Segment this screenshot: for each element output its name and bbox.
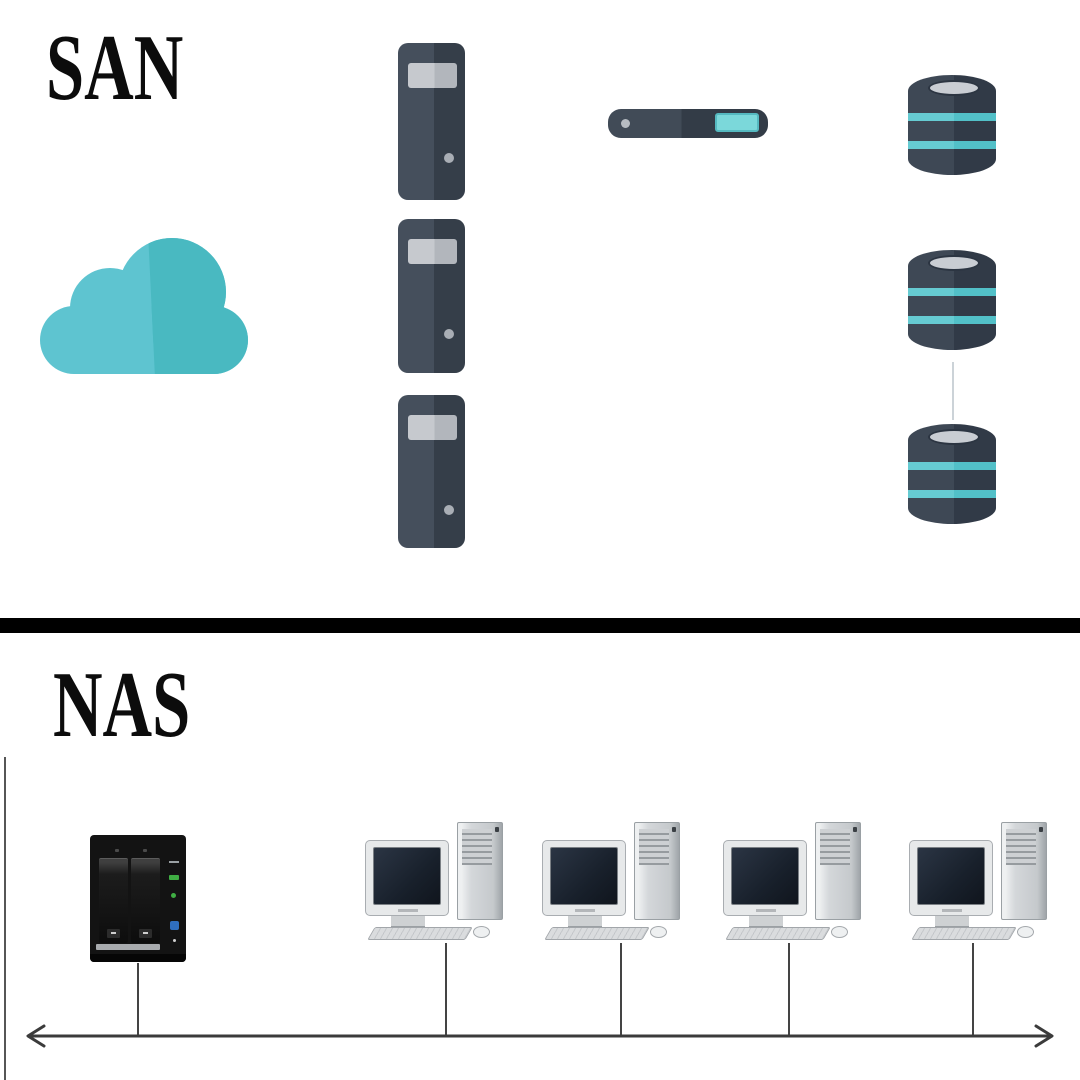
status-led-green bbox=[171, 893, 176, 898]
network-switch-icon bbox=[608, 109, 768, 138]
nas-enclosure-icon bbox=[90, 835, 186, 962]
pc-vents bbox=[1006, 829, 1036, 865]
nas-base-trim bbox=[96, 944, 160, 950]
status-dot bbox=[173, 939, 176, 942]
server-led bbox=[444, 505, 454, 515]
pc-power-dot bbox=[853, 827, 857, 832]
crt-monitor bbox=[365, 840, 449, 916]
disk-array-icon-1 bbox=[908, 75, 996, 175]
pc-mouse bbox=[831, 926, 848, 938]
pc-vents bbox=[820, 829, 850, 865]
pc-connector-line-2 bbox=[620, 943, 622, 1036]
nas-section: NAS bbox=[0, 633, 1080, 1080]
pc-tower bbox=[815, 822, 861, 920]
bay-latch bbox=[107, 929, 120, 938]
section-divider bbox=[0, 618, 1080, 633]
desktop-pc-icon-1 bbox=[363, 820, 508, 943]
pc-tower bbox=[634, 822, 680, 920]
crt-monitor bbox=[723, 840, 807, 916]
disk-array-icon-2 bbox=[908, 250, 996, 350]
status-led bbox=[169, 861, 179, 863]
screw bbox=[115, 849, 119, 852]
monitor-screen bbox=[550, 847, 618, 905]
drive-bay-1 bbox=[99, 858, 128, 943]
disk-stripe bbox=[908, 490, 996, 498]
nas-status-panel bbox=[166, 853, 184, 948]
server-led bbox=[444, 329, 454, 339]
pc-connector-line-1 bbox=[445, 943, 447, 1036]
san-section: SAN bbox=[40, 16, 996, 548]
monitor-screen bbox=[731, 847, 799, 905]
server-panel bbox=[408, 63, 457, 88]
pc-keyboard bbox=[544, 927, 650, 940]
storage-chain-link-line bbox=[952, 362, 954, 420]
pc-vents bbox=[639, 829, 669, 865]
bay-latch bbox=[139, 929, 152, 938]
monitor-screen bbox=[373, 847, 441, 905]
nas-base bbox=[90, 954, 186, 962]
disk-top-cap bbox=[928, 255, 980, 271]
nas-title: NAS bbox=[53, 653, 191, 757]
monitor-buttons bbox=[398, 909, 418, 912]
pc-power-dot bbox=[495, 827, 499, 832]
pc-power-dot bbox=[672, 827, 676, 832]
disk-top-cap bbox=[928, 429, 980, 445]
monitor-buttons bbox=[575, 909, 595, 912]
network-bus-arrow bbox=[26, 1024, 1054, 1048]
monitor-buttons bbox=[942, 909, 962, 912]
cloud-icon bbox=[40, 238, 248, 374]
status-led-green bbox=[169, 875, 179, 880]
monitor-screen bbox=[917, 847, 985, 905]
power-button-led bbox=[170, 921, 179, 930]
screw bbox=[143, 849, 147, 852]
server-tower-icon-3 bbox=[398, 395, 465, 548]
desktop-pc-icon-4 bbox=[907, 820, 1052, 943]
server-tower-icon-1 bbox=[398, 43, 465, 200]
disk-stripe bbox=[908, 141, 996, 149]
switch-led bbox=[621, 119, 630, 128]
server-led bbox=[444, 153, 454, 163]
pc-connector-line-4 bbox=[972, 943, 974, 1036]
pc-tower bbox=[1001, 822, 1047, 920]
crt-monitor bbox=[909, 840, 993, 916]
pc-keyboard bbox=[725, 927, 831, 940]
disk-stripe bbox=[908, 316, 996, 324]
disk-stripe bbox=[908, 462, 996, 470]
server-tower-icon-2 bbox=[398, 219, 465, 373]
san-title: SAN bbox=[46, 16, 184, 120]
disk-stripe bbox=[908, 288, 996, 296]
desktop-pc-icon-2 bbox=[540, 820, 685, 943]
drive-bay-2 bbox=[131, 858, 160, 943]
desktop-pc-icon-3 bbox=[721, 820, 866, 943]
pc-mouse bbox=[473, 926, 490, 938]
pc-mouse bbox=[1017, 926, 1034, 938]
left-edge-line bbox=[4, 757, 6, 1080]
switch-display bbox=[715, 113, 759, 132]
crt-monitor bbox=[542, 840, 626, 916]
pc-tower bbox=[457, 822, 503, 920]
disk-top-cap bbox=[928, 80, 980, 96]
pc-keyboard bbox=[367, 927, 473, 940]
server-panel bbox=[408, 239, 457, 264]
pc-mouse bbox=[650, 926, 667, 938]
pc-keyboard bbox=[911, 927, 1017, 940]
server-panel bbox=[408, 415, 457, 440]
pc-vents bbox=[462, 829, 492, 865]
disk-array-icon-3 bbox=[908, 424, 996, 524]
pc-connector-line-3 bbox=[788, 943, 790, 1036]
pc-power-dot bbox=[1039, 827, 1043, 832]
disk-stripe bbox=[908, 113, 996, 121]
nas-connector-line bbox=[137, 963, 139, 1036]
monitor-buttons bbox=[756, 909, 776, 912]
